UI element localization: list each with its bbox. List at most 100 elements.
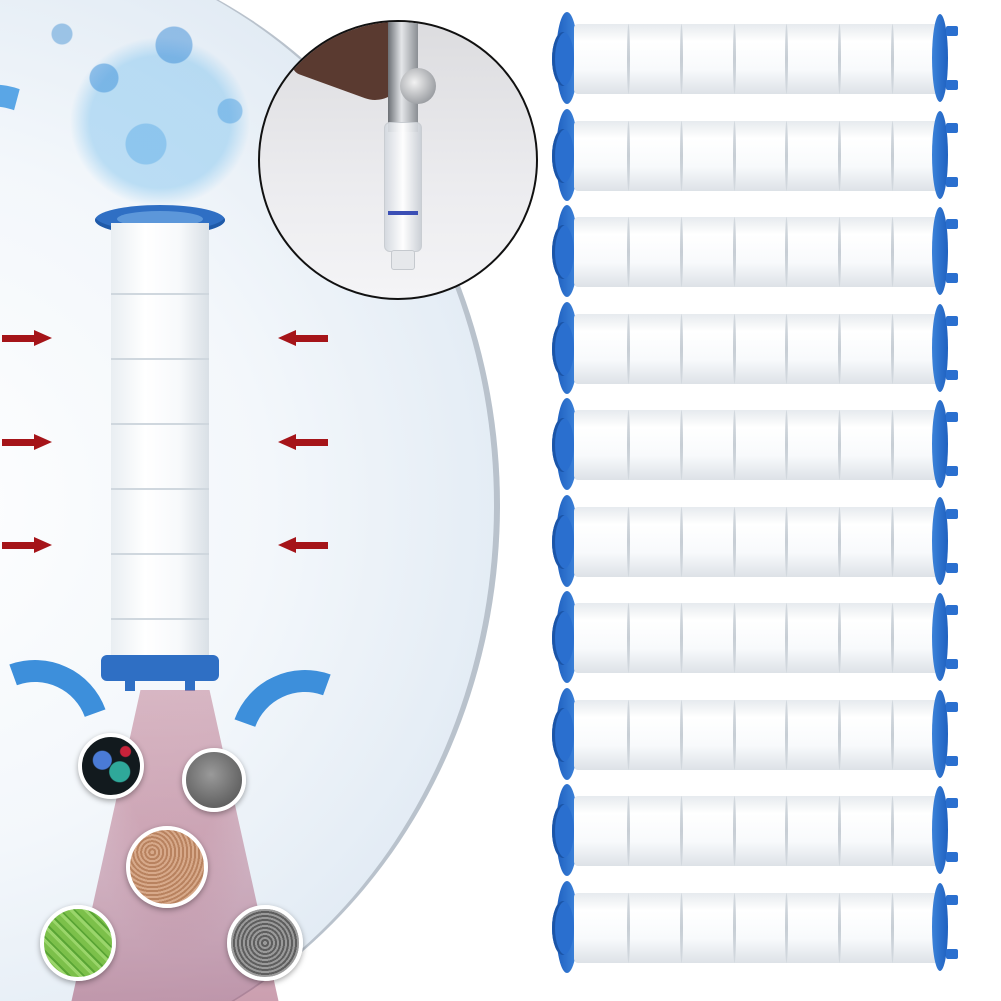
bacteria-circle-icon: [78, 733, 144, 799]
cartridge-segment-line: [891, 217, 895, 287]
cartridge-inlet-ring: [552, 804, 574, 858]
cartridge-segment-line: [679, 217, 683, 287]
cartridge-segment-line: [891, 506, 895, 577]
filter-cartridge: [552, 12, 964, 104]
cartridge-body: [574, 699, 944, 770]
cartridge-segment-line: [626, 313, 630, 384]
cartridge-right-flange: [932, 14, 948, 102]
arrow-left-icon: [278, 330, 328, 346]
cartridge-inlet-ring: [552, 611, 574, 665]
cartridge-segment-line: [838, 410, 842, 480]
cartridge-segment-line: [785, 796, 789, 866]
cartridge-lock-tab: [946, 894, 958, 905]
cartridge-body: [574, 892, 944, 963]
filter-segment-line: [111, 423, 209, 425]
cartridge-segment-line: [626, 217, 630, 287]
cartridge-right-flange: [932, 882, 948, 971]
cartridge-segment-line: [626, 24, 630, 94]
cartridge-segment-line: [838, 120, 842, 191]
filter-segment-line: [111, 488, 209, 490]
cartridge-segment-line: [626, 796, 630, 866]
filter-cartridge: [552, 494, 964, 587]
cartridge-segment-line: [626, 892, 630, 963]
cartridge-segment-line: [785, 506, 789, 577]
cartridge-segment-line: [732, 506, 736, 577]
cartridge-segment-line: [679, 603, 683, 673]
cartridge-segment-line: [732, 313, 736, 384]
cartridge-segment-line: [732, 603, 736, 673]
cartridge-lock-tab: [946, 798, 958, 808]
cartridge-segment-line: [785, 313, 789, 384]
cartridge-lock-tab: [946, 755, 958, 766]
cartridge-inlet-ring: [552, 514, 574, 569]
cartridge-segment-line: [626, 699, 630, 770]
cartridge-lock-tab: [946, 562, 958, 573]
cartridge-inlet-ring: [552, 32, 574, 86]
cartridge-lock-tab: [946, 948, 958, 959]
clear-filter-housing: [384, 122, 422, 252]
cartridge-segment-line: [785, 217, 789, 287]
cartridge-segment-line: [732, 796, 736, 866]
filter-leg: [185, 675, 195, 691]
cartridge-segment-line: [732, 892, 736, 963]
cartridge-lock-tab: [946, 80, 958, 90]
cartridge-segment-line: [679, 506, 683, 577]
arrow-left-icon: [278, 434, 328, 450]
water-splash: [20, 0, 300, 210]
cartridge-segment-line: [785, 699, 789, 770]
cartridge-body: [574, 120, 944, 191]
cartridge-segment-line: [679, 410, 683, 480]
inset-usage-photo: [258, 20, 538, 300]
cartridge-lock-tab: [946, 466, 958, 476]
filter-cartridge: [552, 784, 964, 876]
cartridge-segment-line: [785, 892, 789, 963]
cartridge-segment-line: [732, 24, 736, 94]
cartridge-lock-tab: [946, 26, 958, 36]
cartridge-segment-line: [785, 24, 789, 94]
cartridge-segment-line: [679, 120, 683, 191]
cartridge-body: [574, 603, 944, 673]
cartridge-inlet-ring: [552, 321, 574, 376]
cartridge-body: [574, 217, 944, 287]
cartridge-lock-tab: [946, 508, 958, 519]
cartridge-body: [574, 506, 944, 577]
cartridge-right-flange: [932, 786, 948, 874]
cartridge-right-flange: [932, 689, 948, 778]
cartridge-segment-line: [838, 24, 842, 94]
filter-segment-line: [111, 553, 209, 555]
cartridge-lock-tab: [946, 369, 958, 380]
main-filter-cartridge: [95, 205, 225, 691]
cartridge-segment-line: [838, 603, 842, 673]
cartridge-body: [574, 313, 944, 384]
cartridge-segment-line: [891, 892, 895, 963]
cartridge-segment-line: [891, 699, 895, 770]
filter-cartridge: [552, 301, 964, 394]
filter-body: [111, 223, 209, 663]
cartridge-segment-line: [838, 217, 842, 287]
cartridge-inlet-ring: [552, 900, 574, 955]
cartridge-segment-line: [891, 410, 895, 480]
cartridge-segment-line: [891, 24, 895, 94]
cartridge-body: [574, 410, 944, 480]
gray-ceramic-circle-icon: [182, 748, 246, 812]
chrome-knob: [400, 68, 436, 104]
cartridge-segment-line: [785, 603, 789, 673]
cartridge-segment-line: [838, 506, 842, 577]
cartridge-right-flange: [932, 400, 948, 488]
cartridge-inlet-ring: [552, 225, 574, 279]
cartridge-lock-tab: [946, 412, 958, 422]
cartridge-right-flange: [932, 593, 948, 681]
cartridge-segment-line: [838, 313, 842, 384]
cartridge-inlet-ring: [552, 418, 574, 472]
filter-tip: [391, 250, 415, 270]
cartridge-segment-line: [732, 217, 736, 287]
arrow-right-icon: [2, 537, 52, 553]
cartridge-segment-line: [679, 892, 683, 963]
cartridge-segment-line: [891, 313, 895, 384]
cartridge-body: [574, 24, 944, 94]
green-algae-circle-icon: [40, 905, 116, 981]
cartridge-segment-line: [679, 796, 683, 866]
cartridge-lock-tab: [946, 219, 958, 229]
filter-segment-line: [111, 293, 209, 295]
filter-cartridge: [552, 108, 964, 201]
